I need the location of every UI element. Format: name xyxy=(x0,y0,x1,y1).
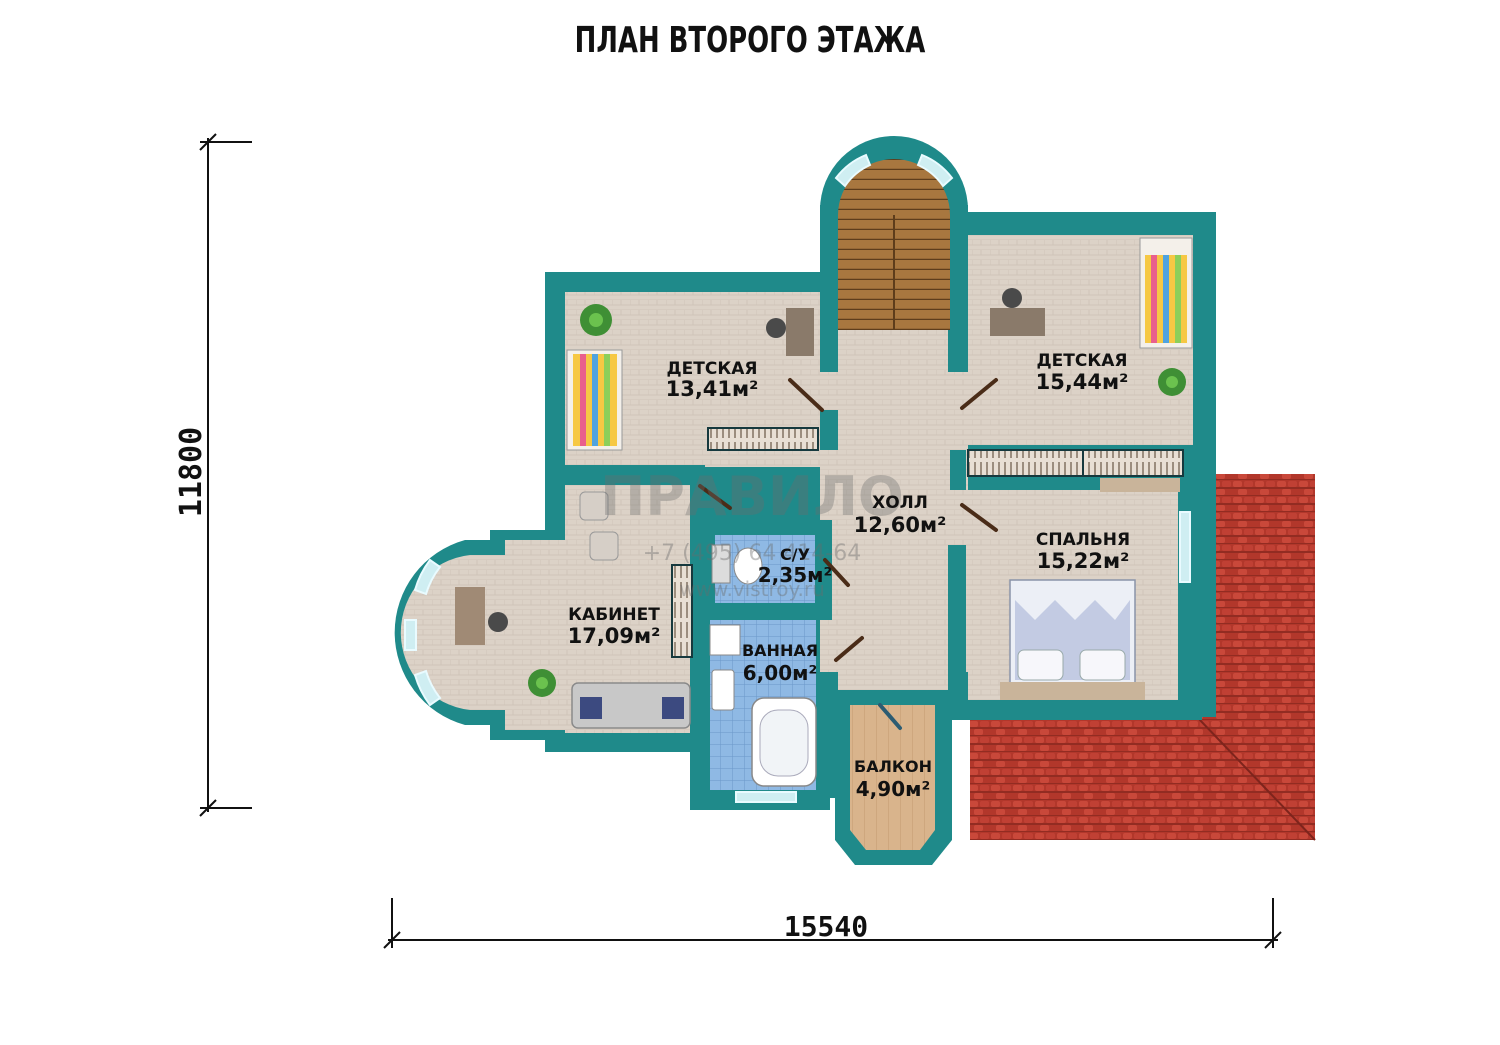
roof-area xyxy=(970,474,1316,841)
washbasin xyxy=(709,624,741,711)
dimension-width-label: 15540 xyxy=(784,910,868,943)
bathtub xyxy=(751,697,817,787)
toilet xyxy=(711,544,763,585)
dimension-height-label: 11800 xyxy=(174,427,209,517)
desk-left xyxy=(766,308,814,356)
interior-walls xyxy=(560,330,968,798)
bed-right xyxy=(1139,237,1193,349)
desk-study xyxy=(455,587,508,645)
armchairs xyxy=(579,491,619,561)
double-bed xyxy=(1000,579,1145,700)
dimension-vertical xyxy=(199,133,252,817)
desk-right xyxy=(990,288,1045,336)
closets xyxy=(671,427,1184,658)
plan-title: ПЛАН ВТОРОГО ЭТАЖА xyxy=(574,20,926,61)
sofa xyxy=(571,682,691,729)
dimension-horizontal xyxy=(383,898,1282,949)
windows xyxy=(404,153,1191,803)
doors xyxy=(698,378,998,730)
bed-left xyxy=(566,349,623,451)
plant-icons xyxy=(528,304,1186,697)
